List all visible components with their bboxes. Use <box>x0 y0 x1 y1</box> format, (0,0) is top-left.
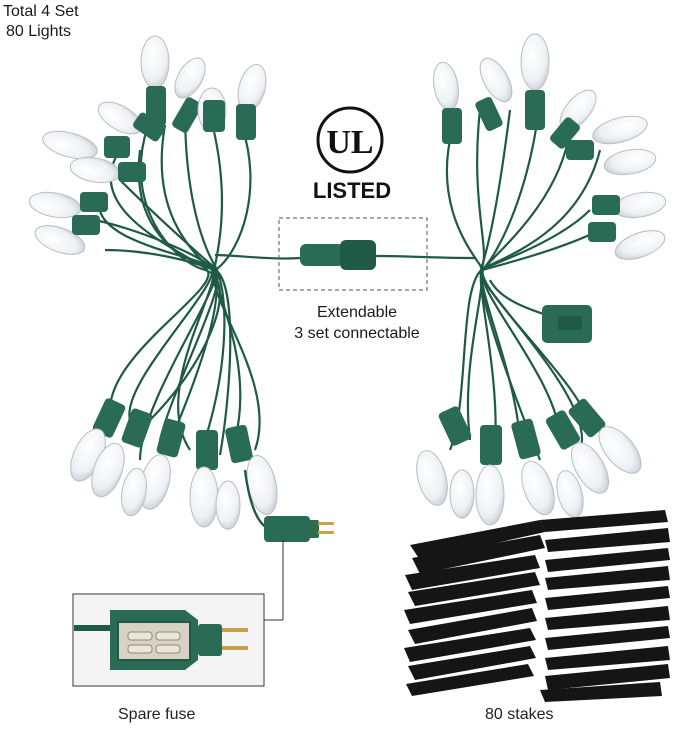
ul-mark-text: UL <box>326 124 373 161</box>
ul-listed-logo: UL LISTED <box>313 106 391 203</box>
total-sets-label: Total 4 Set <box>3 3 79 20</box>
ul-listed-text: LISTED <box>313 178 391 203</box>
garden-stake-icon <box>404 510 670 702</box>
left-light-string-icon <box>28 35 334 621</box>
extendable-label: Extendable <box>316 304 398 321</box>
connectable-label: 3 set connectable <box>294 325 420 342</box>
right-light-string-icon <box>416 33 667 526</box>
extendable-caption: Extendable 3 set connectable <box>262 302 452 344</box>
light-count-label: 80 Lights <box>6 23 71 40</box>
spare-fuse-label: Spare fuse <box>118 706 196 723</box>
stakes-label: 80 stakes <box>485 706 554 723</box>
plug-icon <box>264 516 334 542</box>
fuse-holder-icon <box>72 593 265 687</box>
product-quantity-text: Total 4 Set 80 Lights <box>3 2 79 42</box>
connector-detail <box>278 217 476 291</box>
